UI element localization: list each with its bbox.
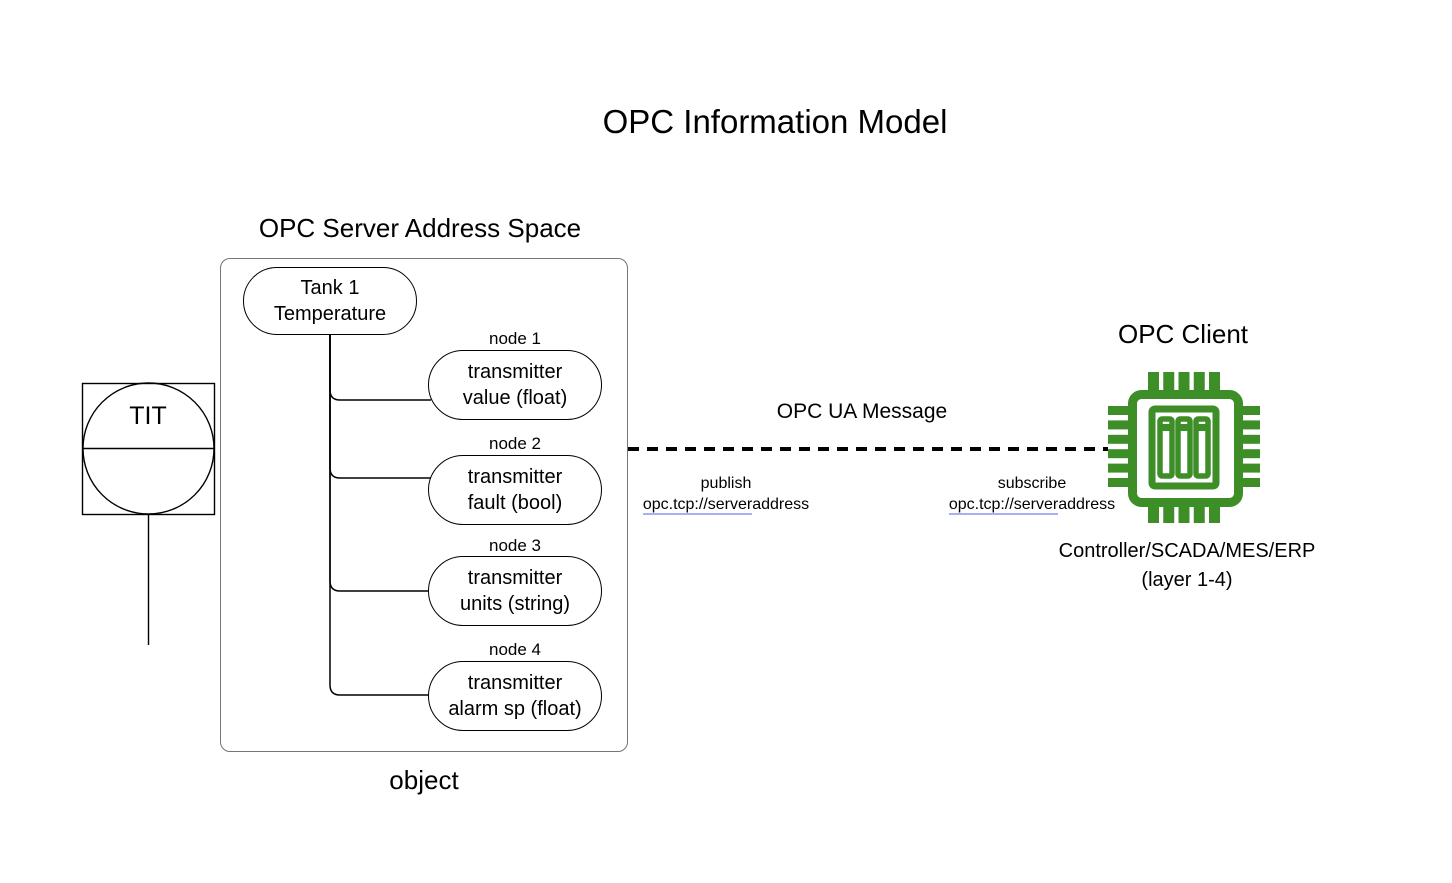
node2-line1: transmitter (467, 466, 563, 488)
subscribe-address-link: opc.tcp://server (948, 496, 1059, 515)
node1-line1: transmitter (467, 361, 563, 383)
node1-line2: value (float) (462, 387, 568, 409)
node1-label: node 1 (489, 329, 541, 348)
client-heading: OPC Client (1117, 319, 1249, 349)
client-caption-line2: (layer 1-4) (1141, 569, 1233, 591)
object-caption: object (389, 765, 459, 795)
node4-pill: transmitter alarm sp (float) (428, 661, 602, 731)
publish-address-link: opc.tcp://server (642, 496, 753, 515)
server-heading: OPC Server Address Space (258, 213, 582, 243)
client-caption: Controller/SCADA/MES/ERP (layer 1-4) (1012, 537, 1362, 595)
subscribe-action-label: subscribe (997, 475, 1067, 492)
diagram-title: OPC Information Model (602, 103, 948, 140)
publish-address: opc.tcp://serveraddress (626, 494, 826, 515)
node3-line2: units (string) (459, 593, 571, 615)
publish-action-label: publish (700, 475, 752, 492)
chip-bar-notches (1162, 424, 1206, 431)
microchip-icon (1108, 372, 1260, 523)
node2-pill: transmitter fault (bool) (428, 455, 602, 525)
client-caption-line1: Controller/SCADA/MES/ERP (1058, 540, 1316, 562)
node4-line1: transmitter (467, 672, 563, 694)
chip-pins (1108, 372, 1260, 523)
subscribe-label-block: subscribe opc.tcp://serveraddress (932, 473, 1132, 515)
instrument-tag: TIT (129, 402, 167, 430)
node4-label: node 4 (489, 640, 541, 659)
chip-body (1128, 390, 1243, 507)
root-node-line2: Temperature (273, 303, 387, 325)
subscribe-address-tail: address (1058, 496, 1116, 513)
publish-label-block: publish opc.tcp://serveraddress (626, 473, 826, 515)
node3-label: node 3 (489, 536, 541, 555)
ua-message-label: OPC UA Message (776, 400, 948, 423)
subscribe-address: opc.tcp://serveraddress (932, 494, 1132, 515)
node3-line1: transmitter (467, 567, 563, 589)
node4-line2: alarm sp (float) (448, 698, 582, 720)
node2-label: node 2 (489, 434, 541, 453)
root-node-pill: Tank 1 Temperature (243, 267, 417, 335)
node3-pill: transmitter units (string) (428, 556, 602, 626)
publish-address-tail: address (752, 496, 810, 513)
node2-line2: fault (bool) (467, 492, 563, 514)
root-node-line1: Tank 1 (300, 277, 360, 299)
server-container (220, 258, 628, 752)
node1-pill: transmitter value (float) (428, 350, 602, 420)
